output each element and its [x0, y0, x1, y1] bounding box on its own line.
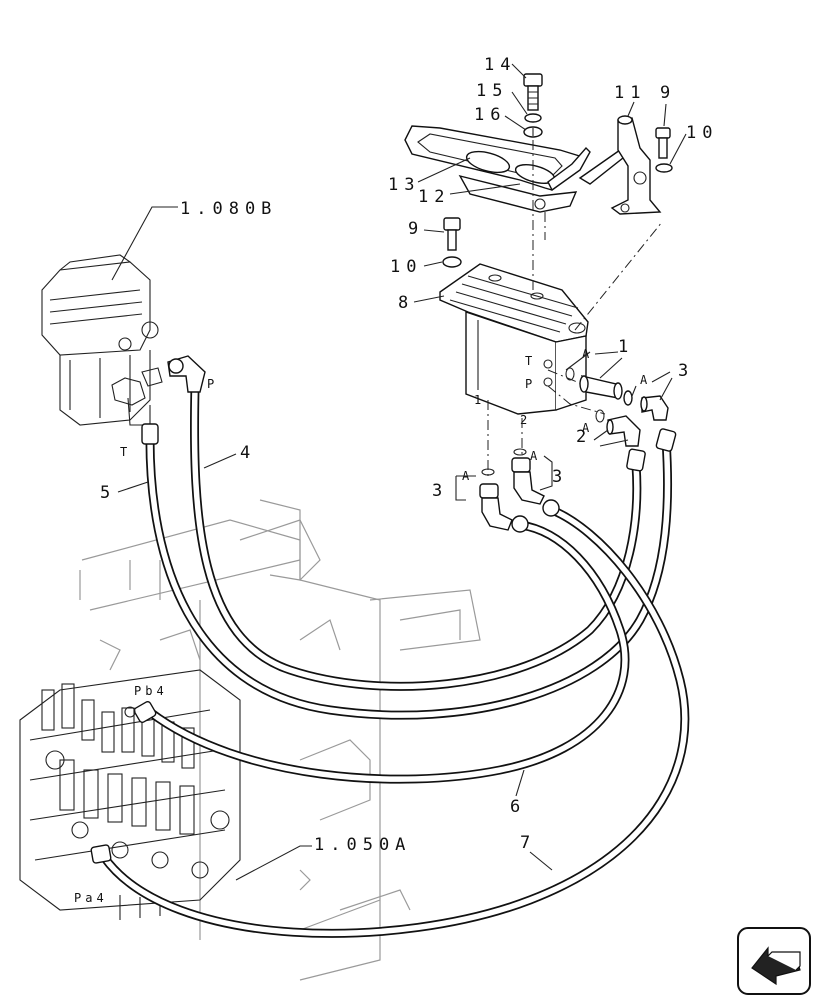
port-label-p-left: P — [207, 377, 218, 391]
bracket-11 — [578, 115, 662, 215]
hose-5 — [145, 435, 673, 720]
leader-ref-bottom — [235, 845, 312, 881]
arrow-left-icon[interactable] — [737, 927, 811, 995]
callout-12: 12 — [418, 187, 450, 207]
assembly-centerlines — [487, 140, 663, 480]
hose-6 — [145, 520, 630, 784]
callout-5: 5 — [100, 483, 116, 503]
background-machine-frame — [79, 499, 481, 981]
callout-16: 16 — [474, 105, 506, 125]
hose-fittings — [90, 355, 677, 864]
port-label-t-valve: T — [525, 354, 536, 368]
control-valve-bank — [19, 669, 241, 920]
callout-3-center: 3 — [552, 467, 568, 487]
callout-9-lower: 9 — [408, 219, 424, 239]
washer-10-upper — [655, 163, 673, 173]
bolt-14 — [523, 73, 543, 111]
pedal-plate — [404, 125, 591, 213]
washer-10-lower — [442, 256, 462, 268]
port-label-1-valve: 1 — [474, 393, 485, 407]
callout-8: 8 — [398, 293, 414, 313]
callout-3-right: 3 — [678, 361, 694, 381]
pilot-valve-module-ref — [41, 254, 163, 426]
callout-7: 7 — [520, 833, 536, 853]
port-label-pb4: Pb4 — [134, 684, 168, 698]
elbow-2 — [606, 415, 641, 447]
elbow-3-left — [479, 483, 513, 531]
port-label-a1: A — [582, 347, 593, 361]
adapter-1 — [579, 375, 633, 406]
port-label-t-left: T — [120, 445, 131, 459]
callout-13: 13 — [388, 175, 420, 195]
hose-7 — [99, 505, 690, 938]
callout-4: 4 — [240, 443, 256, 463]
port-label-a3: A — [582, 421, 593, 435]
hose-4 — [190, 383, 642, 691]
ref-label-1050a: 1.050A — [314, 835, 411, 855]
callout-15: 15 — [476, 81, 508, 101]
port-label-pa4: Pa4 — [74, 891, 108, 905]
callout-14: 14 — [484, 55, 516, 75]
ref-label-1080b: 1.080B — [180, 199, 277, 219]
port-label-p-valve: P — [525, 377, 536, 391]
leader-ref-top — [111, 206, 178, 281]
port-label-a2: A — [640, 373, 651, 387]
callout-9-upper: 9 — [660, 83, 676, 103]
pilot-valve-body — [439, 263, 589, 415]
o-rings — [481, 367, 605, 476]
port-label-a4: A — [530, 449, 541, 463]
callout-10-upper: 10 — [686, 123, 718, 143]
callout-11: 11 — [614, 83, 646, 103]
callout-1: 1 — [618, 337, 634, 357]
bolt-9-lower — [443, 217, 461, 251]
port-label-2-valve: 2 — [520, 413, 531, 427]
bolt-9-upper — [655, 127, 671, 159]
callout-10-lower: 10 — [390, 257, 422, 277]
elbow-3-right — [640, 395, 669, 421]
washer-15 — [524, 113, 542, 123]
callout-2: 2 — [576, 427, 592, 447]
callout-6: 6 — [510, 797, 526, 817]
callout-3-left: 3 — [432, 481, 448, 501]
elbow-3-center — [511, 457, 545, 505]
